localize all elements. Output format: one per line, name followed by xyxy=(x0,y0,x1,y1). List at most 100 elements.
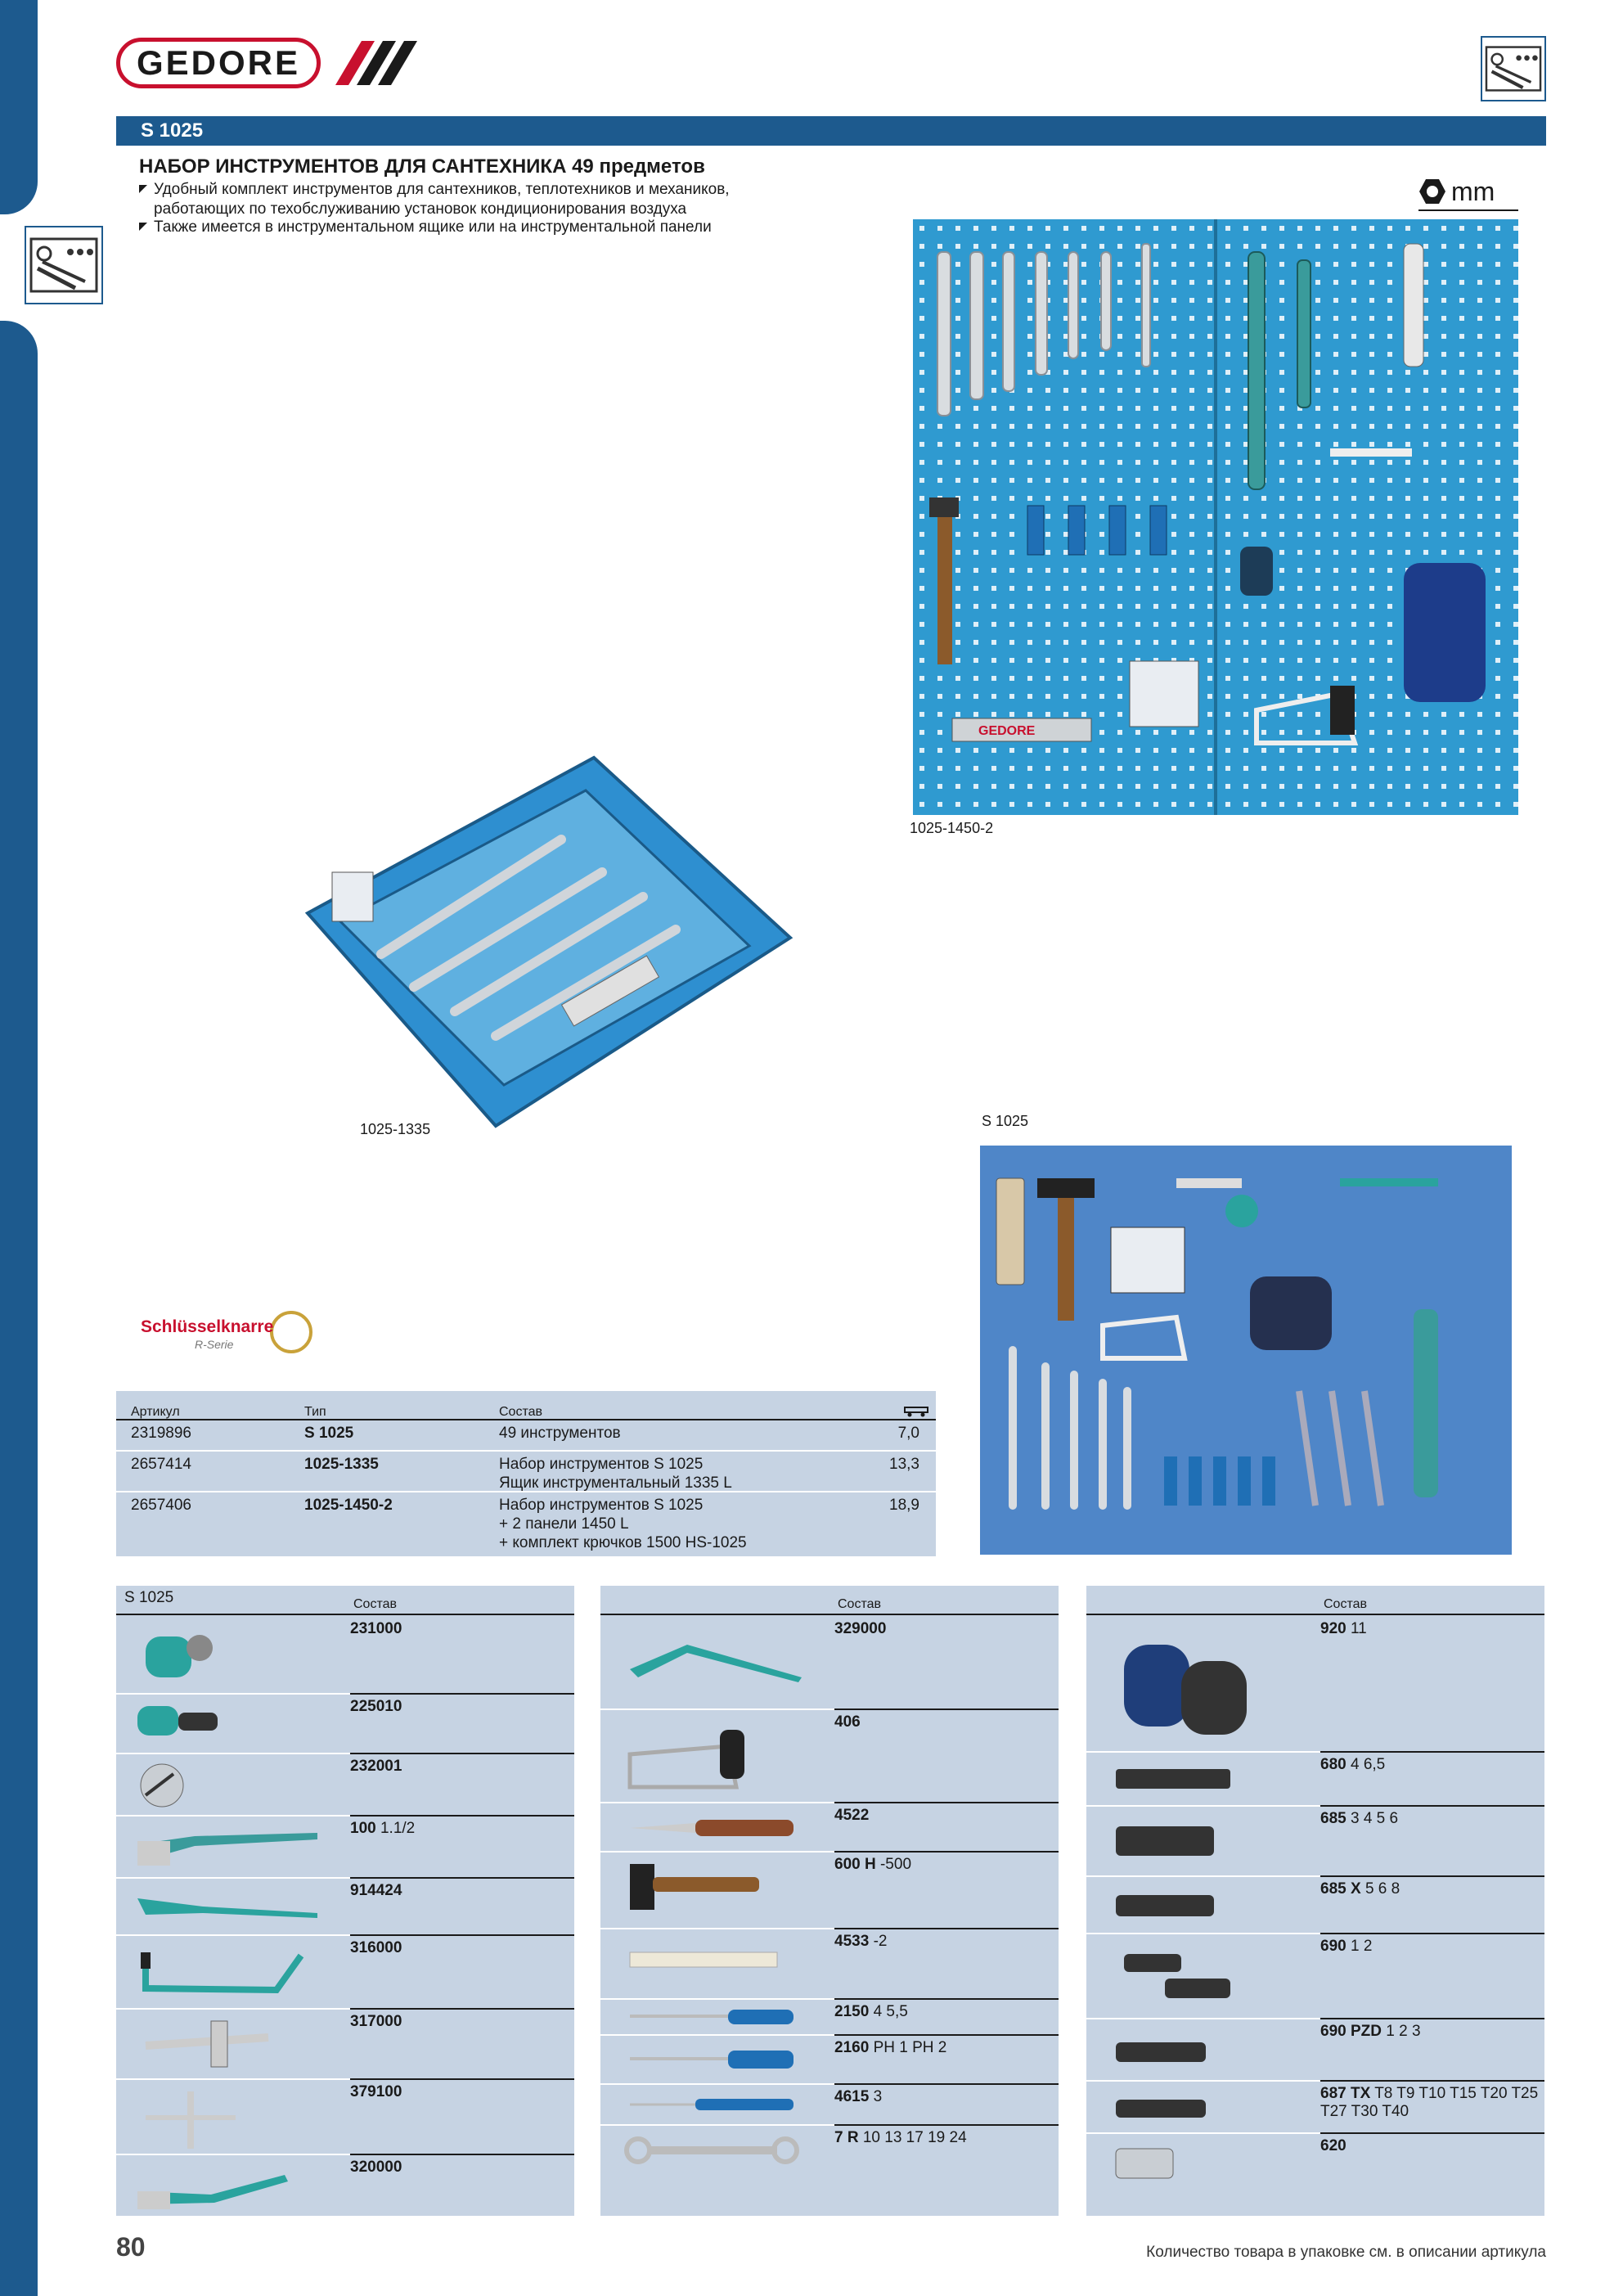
list-item[interactable]: 2150 4 5,5 xyxy=(600,1998,1059,2034)
tool-set-category-icon[interactable] xyxy=(25,226,103,304)
list-item[interactable]: 2160 PH 1 PH 2 xyxy=(600,2034,1059,2083)
article-cell: 2319896 xyxy=(131,1425,191,1442)
header-article: Артикул xyxy=(131,1405,180,1419)
list-item[interactable]: 231000 xyxy=(116,1615,574,1693)
list-item[interactable]: 680 4 6,5 xyxy=(1086,1751,1544,1805)
part-code: 4522 xyxy=(834,1807,870,1824)
part-code: 600 H -500 xyxy=(834,1856,912,1873)
table-row[interactable]: 2657406 1025-1450-2 Набор инструментов S… xyxy=(116,1492,936,1556)
gloves-icon xyxy=(1124,1645,1247,1735)
list-item[interactable]: 4615 3 xyxy=(600,2083,1059,2124)
header-type: Тип xyxy=(304,1405,326,1419)
screwdriver-slotted-icon xyxy=(630,2010,794,2024)
radiator-key-icon xyxy=(145,2020,269,2068)
hammer-icon xyxy=(630,1864,759,1910)
pipe-wrench-icon xyxy=(137,1833,317,1866)
bit-slotted-icon xyxy=(1116,1769,1230,1789)
set-photo xyxy=(980,1146,1512,1555)
part-code: 920 11 xyxy=(1320,1620,1367,1637)
list-item[interactable]: 329000 xyxy=(600,1615,1059,1708)
type-cell: 1025-1450-2 xyxy=(304,1497,393,1514)
ratchet-spanner-icon xyxy=(624,2136,799,2164)
list-item[interactable]: 685 3 4 5 6 xyxy=(1086,1805,1544,1875)
contents-cell: + комплект крючков 1500 HS-1025 xyxy=(499,1534,747,1551)
list-item[interactable]: 7 R 10 13 17 19 24 xyxy=(600,2124,1059,2216)
panel-caption: 1025-1450-2 xyxy=(910,820,994,836)
list-item[interactable]: 690 1 2 xyxy=(1086,1933,1544,2018)
knife-icon xyxy=(630,1820,794,1836)
list-item[interactable]: 379100 xyxy=(116,2078,574,2154)
type-cell: S 1025 xyxy=(304,1425,354,1442)
basin-wrench-icon xyxy=(141,1952,304,1994)
parts-column-title: S 1025 xyxy=(124,1589,174,1606)
list-item[interactable]: 320000 xyxy=(116,2154,574,2216)
list-item[interactable]: 317000 xyxy=(116,2008,574,2078)
part-code: 225010 xyxy=(350,1698,402,1715)
part-code: 685 X 5 6 8 xyxy=(1320,1880,1400,1898)
part-code: 232001 xyxy=(350,1758,402,1775)
list-item[interactable]: 100 1.1/2 xyxy=(116,1815,574,1877)
bit-holder-icon xyxy=(1115,2148,1174,2179)
list-item[interactable]: 920 11 xyxy=(1086,1615,1544,1751)
list-item[interactable]: 225010 xyxy=(116,1693,574,1753)
list-item[interactable]: 685 X 5 6 8 xyxy=(1086,1875,1544,1933)
unit-badge: mm xyxy=(1418,173,1518,211)
part-code: 320000 xyxy=(350,2159,402,2176)
table-row[interactable]: 2657414 1025-1335 Набор инструментов S 1… xyxy=(116,1452,936,1492)
list-item[interactable]: 914424 xyxy=(116,1877,574,1934)
list-item[interactable]: 4533 -2 xyxy=(600,1928,1059,1998)
part-code: 685 3 4 5 6 xyxy=(1320,1810,1399,1827)
bullet-arrow-icon xyxy=(139,223,147,231)
parts-column-2: Состав 329000 406 4522 600 H -500 4533 -… xyxy=(600,1586,1059,2216)
weight-cell: 13,3 xyxy=(889,1456,919,1473)
part-code: 7 R 10 13 17 19 24 xyxy=(834,2129,967,2146)
part-code: 406 xyxy=(834,1713,861,1731)
list-item[interactable]: 232001 xyxy=(116,1753,574,1815)
part-code: 379100 xyxy=(350,2083,402,2100)
s-pipe-wrench-icon xyxy=(137,2175,288,2209)
side-tab-bottom xyxy=(0,321,38,2296)
list-item[interactable]: 316000 xyxy=(116,1934,574,2008)
part-code: 690 1 2 xyxy=(1320,1938,1373,1955)
product-code-bar: S 1025 xyxy=(116,116,1546,146)
list-item[interactable]: 690 PZD 1 2 3 xyxy=(1086,2018,1544,2080)
side-tab-top xyxy=(0,0,38,214)
contents-label: Состав xyxy=(1324,1597,1367,1611)
part-code: 4533 -2 xyxy=(834,1933,888,1950)
gedore-logo: GEDORE xyxy=(116,38,321,88)
article-cell: 2657406 xyxy=(131,1497,191,1514)
contents-cell: Набор инструментов S 1025 xyxy=(499,1456,704,1473)
table-row[interactable]: 2319896 S 1025 49 инструментов 7,0 xyxy=(116,1420,936,1452)
bullet-2: Также имеется в инструментальном ящике и… xyxy=(139,218,712,237)
t-handle-key-icon xyxy=(146,2091,236,2149)
bit-pozidriv-icon xyxy=(1116,2042,1206,2062)
weight-icon xyxy=(904,1407,928,1417)
list-item[interactable]: 4522 xyxy=(600,1802,1059,1851)
part-code: 620 xyxy=(1320,2137,1347,2154)
parts-column-header: Состав xyxy=(1086,1586,1544,1615)
contents-label: Состав xyxy=(353,1597,397,1611)
tool-set-category-icon-top[interactable] xyxy=(1481,36,1546,101)
page-title: НАБОР ИНСТРУМЕНТОВ ДЛЯ САНТЕХНИКА 49 пре… xyxy=(139,155,705,178)
article-cell: 2657414 xyxy=(131,1456,191,1473)
list-item[interactable]: 620 xyxy=(1086,2132,1544,2216)
pegboard-photo: GEDORE xyxy=(913,219,1518,815)
parts-column-header: S 1025 Состав xyxy=(116,1586,574,1615)
parts-column-header: Состав xyxy=(600,1586,1059,1615)
logo-stripes-icon xyxy=(335,41,417,85)
spec-table: Артикул Тип Состав 2319896 S 1025 49 инс… xyxy=(116,1391,936,1556)
ratchet-logo: Schlüsselknarre R-Serie xyxy=(137,1308,314,1357)
type-cell: 1025-1335 xyxy=(304,1456,379,1473)
bit-x-icon xyxy=(1116,1895,1214,1916)
part-code: 329000 xyxy=(834,1620,887,1637)
folding-rule-icon xyxy=(629,1952,778,1968)
contents-cell: + 2 панели 1450 L xyxy=(499,1515,629,1533)
deburrer-icon xyxy=(140,1763,184,1808)
water-pump-pliers-icon xyxy=(137,1898,317,1918)
list-item[interactable]: 600 H -500 xyxy=(600,1851,1059,1928)
list-item[interactable]: 406 xyxy=(600,1708,1059,1802)
bullet-1-cont: работающих по техобслуживанию установок … xyxy=(154,200,687,218)
part-code: 317000 xyxy=(350,2013,402,2030)
